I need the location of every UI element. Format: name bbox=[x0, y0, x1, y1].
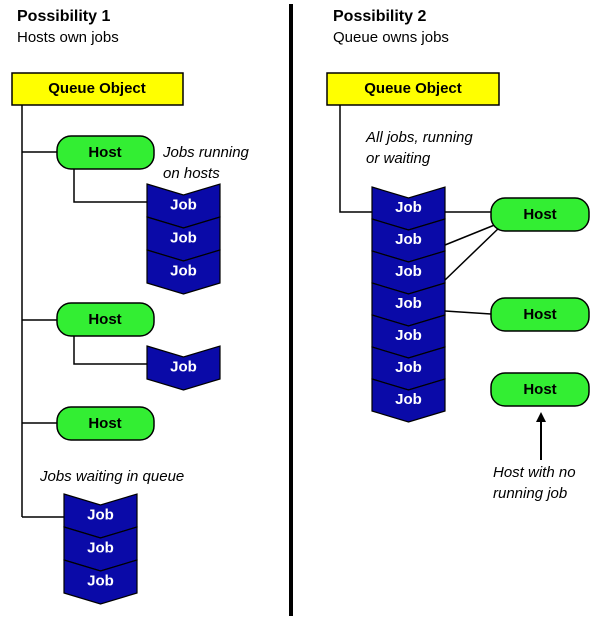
job-label: Job bbox=[170, 230, 197, 247]
job-label: Job bbox=[87, 573, 114, 590]
right-queue-job-7: Job bbox=[371, 378, 446, 423]
left-host2-to-job bbox=[73, 336, 147, 365]
right-queue-job-4: Job bbox=[371, 282, 446, 327]
left-running-annotation-line-2: on hosts bbox=[163, 165, 220, 182]
host-shape bbox=[490, 372, 590, 407]
left-host-1: Host bbox=[56, 135, 155, 170]
left-subtitle: Hosts own jobs bbox=[17, 29, 119, 46]
left-waiting-job-2: Job bbox=[63, 526, 138, 572]
job-label: Job bbox=[170, 263, 197, 280]
job-label: Job bbox=[395, 359, 422, 376]
host-label: Host bbox=[88, 415, 121, 432]
left-queue-box bbox=[11, 72, 184, 106]
left-running-job-2: Job bbox=[146, 216, 221, 262]
right-subtitle: Queue owns jobs bbox=[333, 29, 449, 46]
right-connectors bbox=[339, 105, 546, 460]
right-job3-to-host1 bbox=[444, 224, 503, 281]
right-host-3: Host bbox=[490, 372, 590, 407]
left-host-2: Host bbox=[56, 302, 155, 337]
host-label: Host bbox=[88, 311, 121, 328]
host-shape bbox=[56, 135, 155, 170]
right-job4-to-host2 bbox=[444, 310, 492, 315]
host-shape bbox=[490, 297, 590, 332]
left-queue-object: Queue Object bbox=[11, 72, 184, 106]
job-label: Job bbox=[170, 359, 197, 376]
job-chevron-shape bbox=[371, 378, 446, 423]
right-host-2: Host bbox=[490, 297, 590, 332]
host-label: Host bbox=[523, 381, 556, 398]
right-job2-to-host1 bbox=[444, 221, 503, 246]
left-running-job-1: Job bbox=[146, 183, 221, 229]
job-label: Job bbox=[170, 197, 197, 214]
left-running-job-3: Job bbox=[146, 249, 221, 295]
host-label: Host bbox=[523, 206, 556, 223]
job-label: Job bbox=[395, 295, 422, 312]
left-connectors bbox=[21, 105, 147, 518]
possibility-2-panel: Possibility 2 Queue owns jobs Queue Obje… bbox=[326, 8, 590, 502]
right-all-jobs-annotation-line-1: All jobs, running bbox=[365, 129, 473, 146]
job-label: Job bbox=[395, 327, 422, 344]
left-waiting-job-1: Job bbox=[63, 493, 138, 539]
right-queue-job-5: Job bbox=[371, 314, 446, 359]
job-chevron-shape bbox=[146, 345, 221, 391]
left-host1-to-jobs bbox=[73, 168, 147, 203]
left-queue-label: Queue Object bbox=[48, 80, 146, 97]
possibility-1-panel: Possibility 1 Hosts own jobs Queue Objec… bbox=[11, 8, 250, 605]
job-label: Job bbox=[395, 263, 422, 280]
host-label: Host bbox=[88, 144, 121, 161]
job-label: Job bbox=[395, 199, 422, 216]
host-label: Host bbox=[523, 306, 556, 323]
right-title: Possibility 2 bbox=[333, 8, 426, 25]
left-waiting-job-3: Job bbox=[63, 559, 138, 605]
job-chevron-shape bbox=[63, 559, 138, 605]
host-shape bbox=[490, 197, 590, 232]
left-host2-job-stack: Job bbox=[146, 345, 221, 391]
job-label: Job bbox=[395, 391, 422, 408]
left-title: Possibility 1 bbox=[17, 8, 110, 25]
right-queue-object: Queue Object bbox=[326, 72, 500, 106]
right-queue-job-1: Job bbox=[371, 186, 446, 231]
host-shape bbox=[56, 302, 155, 337]
left-waiting-annotation: Jobs waiting in queue bbox=[39, 468, 184, 485]
right-host-1: Host bbox=[490, 197, 590, 232]
host-shape bbox=[56, 406, 155, 441]
right-queue-box bbox=[326, 72, 500, 106]
right-queue-to-jobs bbox=[339, 105, 372, 213]
job-chevron-shape bbox=[146, 249, 221, 295]
job-label: Job bbox=[87, 507, 114, 524]
job-label: Job bbox=[395, 231, 422, 248]
left-host-3: Host bbox=[56, 406, 155, 441]
right-queue-label: Queue Object bbox=[364, 80, 462, 97]
right-all-jobs-annotation-line-2: or waiting bbox=[366, 150, 431, 167]
left-running-annotation-line-1: Jobs running bbox=[162, 144, 250, 161]
right-idle-annotation-line-1: Host with no bbox=[493, 464, 576, 481]
left-host2-job-1: Job bbox=[146, 345, 221, 391]
job-label: Job bbox=[87, 540, 114, 557]
right-idle-annotation-line-2: running job bbox=[493, 485, 567, 502]
